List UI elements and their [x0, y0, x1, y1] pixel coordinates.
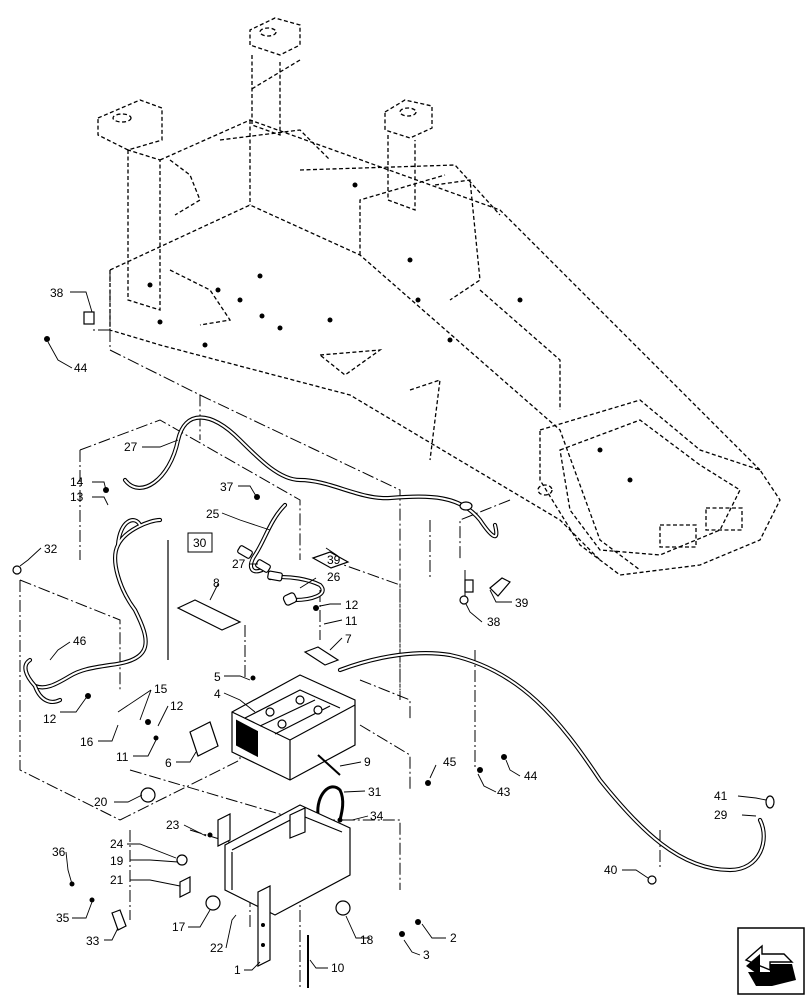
callout-26: 26 — [327, 570, 341, 584]
callout-34: 34 — [370, 809, 384, 823]
bracket-7 — [303, 646, 340, 666]
clip-39 — [489, 577, 511, 597]
plate-6 — [189, 721, 219, 757]
callout-7: 7 — [345, 632, 352, 646]
callout-22: 22 — [210, 941, 224, 955]
callout-44-top: 44 — [74, 361, 88, 375]
callout-28: 27 — [124, 440, 138, 454]
callout-31: 31 — [368, 785, 382, 799]
callout-13: 13 — [70, 490, 84, 504]
callout-38-top: 38 — [50, 286, 64, 300]
leader-lines — [19, 291, 767, 971]
cable-27 — [237, 545, 283, 582]
clip-40 — [311, 551, 350, 569]
callout-40: 39 — [327, 553, 341, 567]
battery-parts — [176, 551, 511, 821]
bracket-8 — [176, 599, 242, 631]
callout-30: 30 — [193, 536, 207, 550]
battery-tray — [111, 787, 351, 988]
callout-35: 35 — [56, 911, 70, 925]
callout-30-box: 30 — [187, 532, 213, 553]
callout-23: 23 — [166, 818, 180, 832]
cable-31 — [316, 785, 345, 821]
callout-32: 32 — [44, 542, 58, 556]
rod-9 — [317, 754, 341, 776]
callout-6: 6 — [165, 756, 172, 770]
callout-36: 36 — [52, 845, 66, 859]
callout-24: 24 — [110, 837, 124, 851]
callout-8: 8 — [213, 576, 220, 590]
callout-16: 16 — [80, 735, 94, 749]
callout-3: 3 — [423, 948, 430, 962]
cable-25 — [248, 502, 288, 574]
cable-26 — [267, 575, 325, 606]
callout-11-left: 11 — [116, 750, 129, 764]
harness-13 — [23, 517, 169, 704]
callout-41: 40 — [604, 863, 618, 877]
callout-12-right: 12 — [170, 699, 184, 713]
callout-25: 25 — [206, 507, 220, 521]
callout-44-right: 44 — [524, 769, 538, 783]
callout-37: 37 — [220, 480, 234, 494]
callout-21: 21 — [110, 873, 124, 887]
callout-46: 46 — [73, 634, 87, 648]
cable-28 — [122, 415, 499, 539]
callout-38-right: 38 — [487, 615, 501, 629]
callout-11-mid: 11 — [345, 614, 358, 628]
callout-39: 39 — [515, 596, 529, 610]
callout-20: 20 — [94, 795, 108, 809]
callout-29: 29 — [714, 808, 728, 822]
plate-21 — [179, 876, 191, 898]
callout-15: 15 — [154, 682, 168, 696]
callout-labels: 38 44 27 14 13 32 37 25 30 27 39 26 8 12… — [43, 286, 728, 977]
callout-19: 19 — [110, 854, 124, 868]
callout-17: 17 — [172, 920, 186, 934]
callout-9: 9 — [364, 755, 371, 769]
page-navigation-icon[interactable] — [737, 927, 805, 995]
callout-33: 33 — [86, 934, 100, 948]
callout-18: 18 — [360, 933, 374, 947]
callout-45: 45 — [443, 755, 457, 769]
battery-4 — [231, 674, 356, 781]
callout-42: 43 — [497, 785, 511, 799]
fasteners — [12, 311, 657, 937]
callout-2: 2 — [450, 931, 457, 945]
callout-12-mid: 12 — [345, 598, 359, 612]
callout-1: 1 — [234, 963, 241, 977]
callout-14: 14 — [70, 475, 84, 489]
chassis-frame — [97, 17, 781, 576]
callout-43: 41 — [714, 789, 728, 803]
callout-10: 10 — [331, 961, 345, 975]
clip-33 — [111, 909, 127, 931]
cable-29 — [337, 651, 775, 873]
callout-5: 5 — [214, 670, 221, 684]
callout-4: 4 — [214, 687, 221, 701]
callout-12-left: 12 — [43, 712, 57, 726]
callout-27: 27 — [232, 557, 246, 571]
